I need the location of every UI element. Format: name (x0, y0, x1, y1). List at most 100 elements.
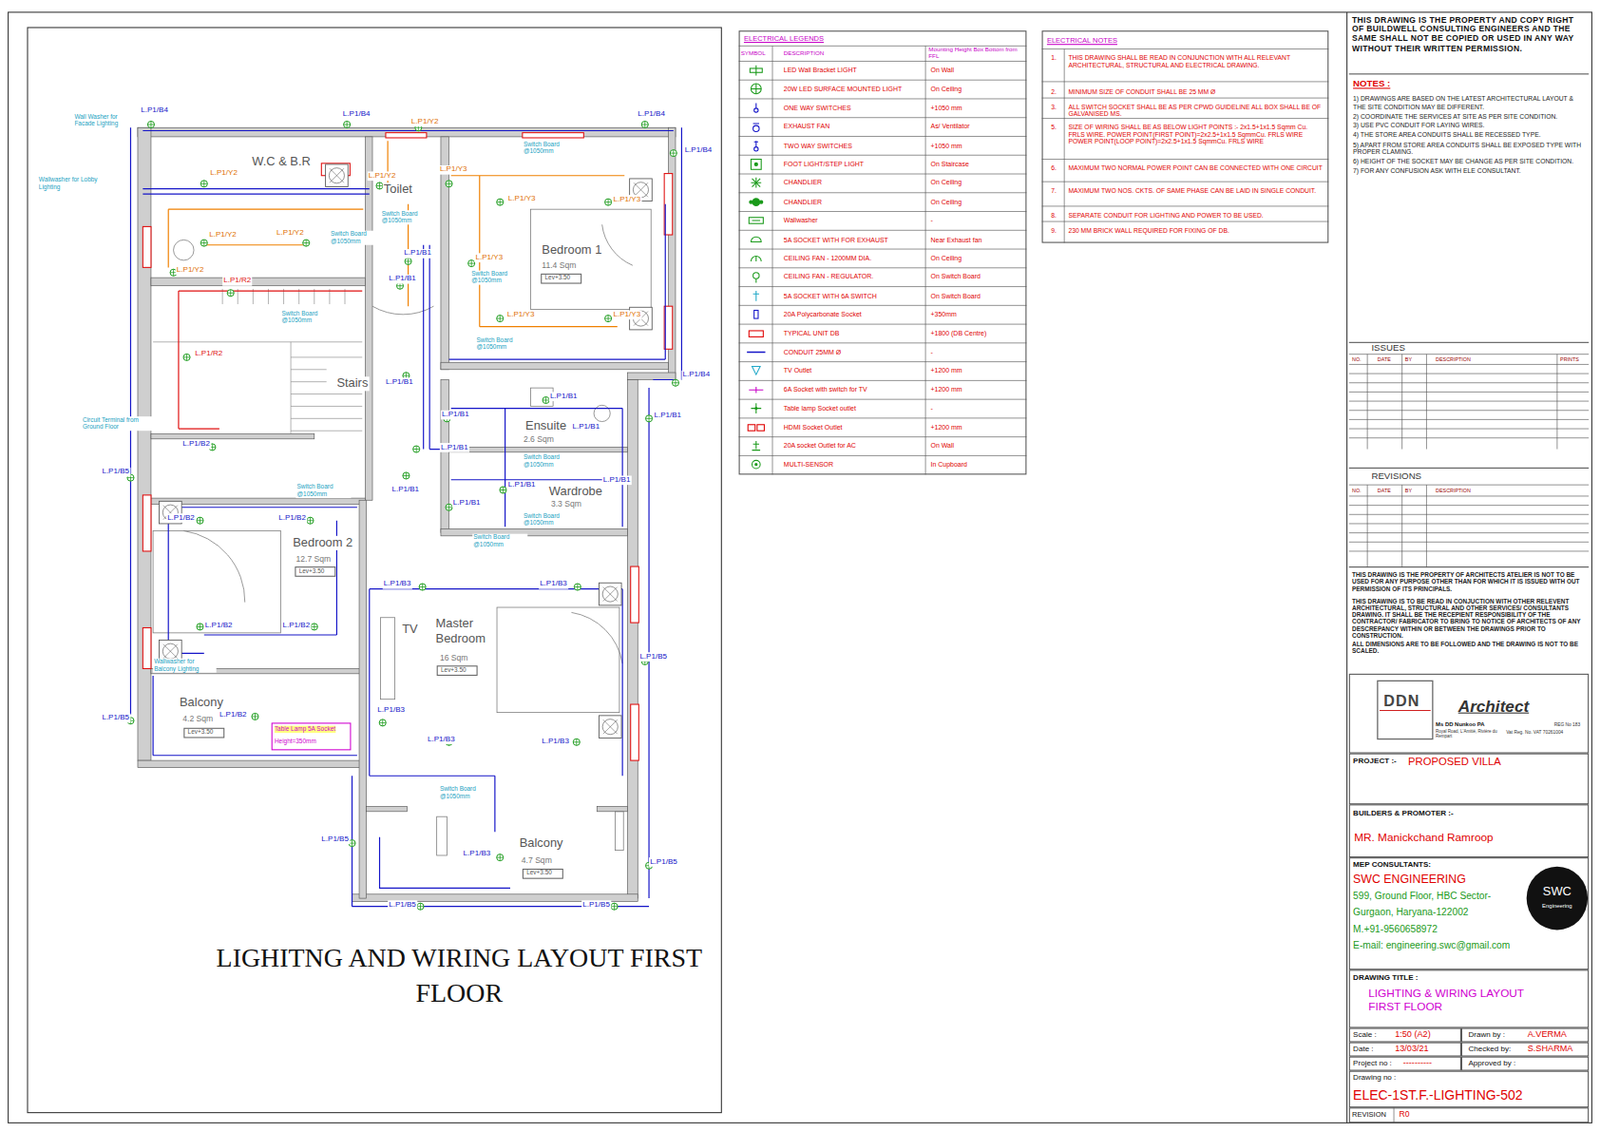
circuit-label: L.P1/B4 (684, 146, 714, 155)
legend-symbol (742, 81, 770, 96)
title-block-cell: Date :13/03/21 (1349, 1042, 1462, 1057)
legend-text: 20W LED SURFACE MOUNTED LIGHT (783, 85, 903, 94)
callout-note: Switch Board @1050mm (470, 270, 526, 286)
furniture (602, 224, 633, 266)
callout-note: Wallwasher for Lobby Lighting (38, 176, 102, 191)
callout-note: Switch Board @1050mm (280, 309, 336, 324)
circuit-label: L.P1/B4 (636, 110, 667, 119)
circuit-label: L.P1/B1 (452, 497, 482, 507)
room-area: 3.3 Sqm (550, 498, 583, 509)
circuit-label: L.P1/B4 (342, 110, 372, 119)
table-rule (739, 248, 1028, 250)
room-name: Bedroom 1 (540, 244, 603, 259)
circuit-label: L.P1/B1 (602, 475, 632, 484)
note-text: 9. (1050, 226, 1057, 234)
circuit-label: L.P1/B1 (549, 391, 579, 400)
notes-table: ELECTRICAL NOTES1.THIS DRAWING SHALL BE … (1042, 30, 1330, 243)
mounting-height: On Staircase (930, 160, 969, 169)
note-text: SIZE OF WIRING SHALL BE AS BELOW LIGHT P… (1067, 123, 1326, 146)
table-rule (739, 116, 1028, 118)
circuit-label: L.P1/Y2 (175, 265, 206, 274)
note-text: 4) THE STORE AREA CONDUITS SHALL BE RECE… (1352, 131, 1585, 139)
legend-symbol (748, 199, 753, 204)
legend-text: ONE WAY SWITCHES (783, 103, 852, 112)
furniture (183, 530, 245, 602)
light-point (200, 239, 208, 247)
light-point (417, 902, 424, 910)
legend-symbol (748, 217, 763, 224)
circuit-label: L.P1/B5 (638, 651, 668, 661)
light-point (227, 289, 234, 297)
light-point (646, 415, 653, 422)
note-text: 8. (1050, 210, 1057, 219)
legend-symbol (742, 156, 770, 172)
legend-text: MULTI-SENSOR (783, 460, 834, 469)
title-block-text: Drawn by : (1467, 1030, 1505, 1040)
title-block-text: REVISION (1352, 1109, 1387, 1119)
legend-symbol (742, 306, 770, 322)
window (630, 704, 640, 761)
mounting-height: +1200 mm (930, 366, 962, 375)
legend-symbol (742, 231, 770, 247)
title-block-text: 1:50 (A2) (1394, 1029, 1431, 1040)
level-tag: Lev+3.50 (294, 566, 336, 577)
mounting-height: On Wall (930, 441, 954, 450)
legend-symbol (742, 194, 770, 210)
light-point (496, 854, 504, 861)
furniture (593, 404, 610, 421)
logo-text: SWC (1526, 884, 1588, 899)
title-block-text: Gurgaon, Haryana-122002 (1352, 907, 1468, 919)
table-rule (739, 285, 1028, 287)
mounting-height: - (930, 347, 933, 356)
architect-text: Royal Road, L'Amitié, Rivière du Rempart (1435, 729, 1504, 740)
note-text: NOTES : (1352, 78, 1585, 90)
note-text: 2. (1050, 87, 1057, 96)
wall (137, 760, 364, 768)
table-rule (739, 417, 1028, 419)
lighting-wiring (142, 189, 666, 450)
circuit-label: L.P1/Y3 (506, 309, 536, 319)
note-text: 7) FOR ANY CONFUSION ASK WITH ELE CONSUL… (1352, 166, 1585, 174)
furniture (496, 607, 620, 713)
legend-symbol (750, 83, 762, 95)
table-rule (739, 304, 1028, 306)
legend-symbol (753, 123, 760, 125)
table-rule (739, 191, 1028, 193)
title-block-text: Date : (1352, 1045, 1373, 1054)
legend-symbol (750, 236, 762, 242)
light-point (669, 150, 677, 157)
legend-symbol (742, 175, 770, 191)
table-cell: DESCRIPTION (1435, 357, 1471, 363)
wall (627, 380, 638, 899)
callout-note: Switch Board @1050mm (472, 533, 528, 549)
legend-symbol (742, 400, 770, 416)
light-point (445, 180, 453, 188)
light-point (402, 472, 410, 479)
table-rule (739, 323, 1028, 325)
table-heading: ELECTRICAL LEGENDS (743, 35, 824, 44)
note-text: 1) DRAWINGS ARE BASED ON THE LATEST ARCH… (1352, 95, 1585, 111)
wall (440, 361, 668, 370)
sheet-frame (27, 27, 722, 1113)
furniture (437, 816, 448, 856)
stair-treads (290, 356, 362, 358)
legend-symbol (754, 108, 759, 113)
circuit-label: L.P1/B3 (540, 736, 571, 745)
level-text: Lev+3.50 (545, 274, 572, 282)
legend-symbol (753, 125, 760, 132)
note-text: 3. (1050, 102, 1057, 111)
title-block-text: E-mail: engineering.swc@gmail.com (1352, 939, 1510, 952)
title-block-text: MR. Manickchand Ramroop (1353, 830, 1493, 844)
legend-text: LED Wall Bracket LIGHT (783, 66, 858, 75)
circuit-label: L.P1/Y2 (208, 230, 238, 240)
light-point (310, 623, 318, 630)
legend-text: 5A SOCKET WITH FOR EXHAUST (783, 235, 889, 244)
table-rule (739, 455, 1028, 457)
title-block-grid (1042, 49, 1590, 1124)
table-cell: REVISIONS (1371, 470, 1422, 481)
mounting-height: On Switch Board (930, 272, 980, 281)
power-wiring-r (178, 290, 362, 429)
circuit-label: L.P1/B5 (387, 899, 418, 909)
legend-symbol (742, 363, 770, 379)
architect-block: DDNArchitectMs DD Nunkoo PAREG No 183Roy… (1349, 673, 1589, 754)
